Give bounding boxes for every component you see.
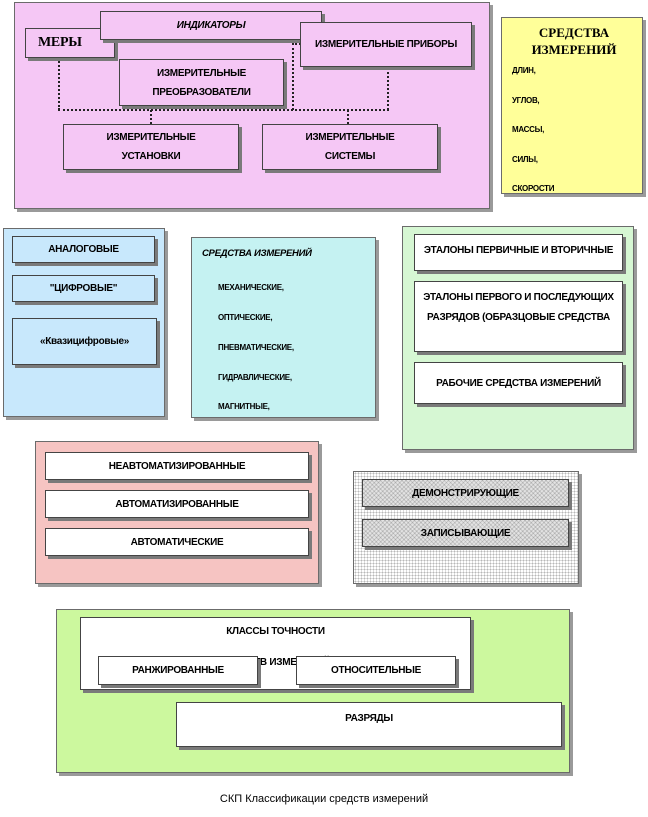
connector-down-right (347, 110, 349, 124)
recording-box: ЗАПИСЫВАЮЩИЕ (362, 519, 569, 547)
principle-mechanical: МЕХАНИЧЕСКИЕ, (218, 283, 284, 292)
indicators-label: ИНДИКАТОРЫ (176, 20, 246, 31)
measures-box: МЕРЫ (25, 28, 115, 58)
grades-box: РАЗРЯДЫ (176, 702, 562, 747)
accuracy-hidden-fragment: СРЕДСТВ ИЗМЕРЕНИЙ (220, 657, 331, 668)
indicators-box: ИНДИКАТОРЫ (100, 11, 322, 40)
systems-box: ИЗМЕРИТЕЛЬНЫЕ СИСТЕМЫ (262, 124, 438, 170)
indicating-label: ДЕМОНСТРИРУЮЩИЕ (412, 487, 519, 499)
quantity-length: ДЛИН, (512, 66, 536, 75)
signal-digital-label: "ЦИФРОВЫЕ" (49, 283, 118, 294)
relative-label: ОТНОСИТЕЛЬНЫЕ (330, 665, 422, 676)
ranked-box: РАНЖИРОВАННЫЕ (98, 656, 258, 685)
quantity-angle: УГЛОВ, (512, 96, 540, 105)
secondary-standards-box: ЭТАЛОНЫ ПЕРВОГО И ПОСЛЕДУЮЩИХ РАЗРЯДОВ (… (414, 281, 623, 352)
primary-standards-label: ЭТАЛОНЫ ПЕРВИЧНЫЕ И ВТОРИЧНЫЕ (423, 245, 614, 256)
principle-optical: ОПТИЧЕСКИЕ, (218, 313, 273, 322)
panel-quantities: СРЕДСТВА ИЗМЕРЕНИЙ ДЛИН, УГЛОВ, МАССЫ, С… (501, 17, 643, 194)
figure-caption: СКП Классификации средств измерений (219, 793, 429, 805)
signal-analog-box: АНАЛОГОВЫЕ (12, 236, 155, 263)
ranked-label: РАНЖИРОВАННЫЕ (132, 665, 224, 676)
indicating-box: ДЕМОНСТРИРУЮЩИЕ (362, 479, 569, 507)
instruments-label: ИЗМЕРИТЕЛЬНЫЕ ПРИБОРЫ (315, 39, 457, 50)
relative-box: ОТНОСИТЕЛЬНЫЕ (296, 656, 456, 685)
quantity-force: СИЛЫ, (512, 155, 538, 164)
signal-analog-label: АНАЛОГОВЫЕ (48, 244, 119, 255)
signal-digital-box: "ЦИФРОВЫЕ" (12, 275, 155, 302)
non-automated-label: НЕАВТОМАТИЗИРОВАННЫЕ (108, 460, 246, 472)
non-automated-box: НЕАВТОМАТИЗИРОВАННЫЕ (45, 452, 309, 480)
quantities-title: СРЕДСТВА ИЗМЕРЕНИЙ (531, 25, 617, 57)
transducers-box: ИЗМЕРИТЕЛЬНЫЕ ПРЕОБРАЗОВАТЕЛИ (119, 59, 284, 106)
automatic-box: АВТОМАТИЧЕСКИЕ (45, 528, 309, 556)
systems-label: ИЗМЕРИТЕЛЬНЫЕ СИСТЕМЫ (305, 132, 395, 162)
installations-box: ИЗМЕРИТЕЛЬНЫЕ УСТАНОВКИ (63, 124, 239, 170)
working-instruments-label: РАБОЧИЕ СРЕДСТВА ИЗМЕРЕНИЙ (436, 377, 601, 389)
quantity-speed: СКОРОСТИ (512, 184, 555, 193)
automatic-label: АВТОМАТИЧЕСКИЕ (130, 536, 224, 548)
signal-quasidigital-label: «Квазицифровые» (39, 336, 130, 347)
instruments-box: ИЗМЕРИТЕЛЬНЫЕ ПРИБОРЫ (300, 22, 472, 67)
secondary-standards-label: ЭТАЛОНЫ ПЕРВОГО И ПОСЛЕДУЮЩИХ РАЗРЯДОВ (… (423, 292, 614, 323)
connector-top-line-right (292, 43, 304, 45)
transducers-label: ИЗМЕРИТЕЛЬНЫЕ ПРЕОБРАЗОВАТЕЛИ (152, 67, 251, 98)
installations-label: ИЗМЕРИТЕЛЬНЫЕ УСТАНОВКИ (106, 132, 196, 162)
grades-label: РАЗРЯДЫ (345, 713, 393, 724)
principle-magnetic: МАГНИТНЫЕ, (218, 402, 270, 411)
connector-right-vertical (387, 68, 389, 110)
automated-label: АВТОМАТИЗИРОВАННЫЕ (115, 498, 239, 510)
principle-pneumatic: ПНЕВМАТИЧЕСКИЕ, (218, 343, 294, 352)
primary-standards-box: ЭТАЛОНЫ ПЕРВИЧНЫЕ И ВТОРИЧНЫЕ (414, 234, 623, 271)
principle-hydraulic: ГИДРАВЛИЧЕСКИЕ, (218, 373, 292, 382)
connector-down-left (150, 110, 152, 124)
accuracy-class-label: КЛАССЫ ТОЧНОСТИ (226, 626, 325, 637)
connector-bus-line (58, 109, 389, 111)
quantity-mass: МАССЫ, (512, 125, 545, 134)
working-instruments-box: РАБОЧИЕ СРЕДСТВА ИЗМЕРЕНИЙ (414, 362, 623, 404)
signal-quasidigital-box: «Квазицифровые» (12, 318, 157, 365)
connector-left-vertical (58, 58, 60, 110)
connector-center-vertical (292, 43, 294, 110)
panel-principle: СРЕДСТВА ИЗМЕРЕНИЙ МЕХАНИЧЕСКИЕ, ОПТИЧЕС… (191, 237, 376, 418)
recording-label: ЗАПИСЫВАЮЩИЕ (420, 527, 511, 539)
automated-box: АВТОМАТИЗИРОВАННЫЕ (45, 490, 309, 518)
measures-label: МЕРЫ (38, 34, 82, 50)
principle-title: СРЕДСТВА ИЗМЕРЕНИЙ (202, 248, 312, 259)
